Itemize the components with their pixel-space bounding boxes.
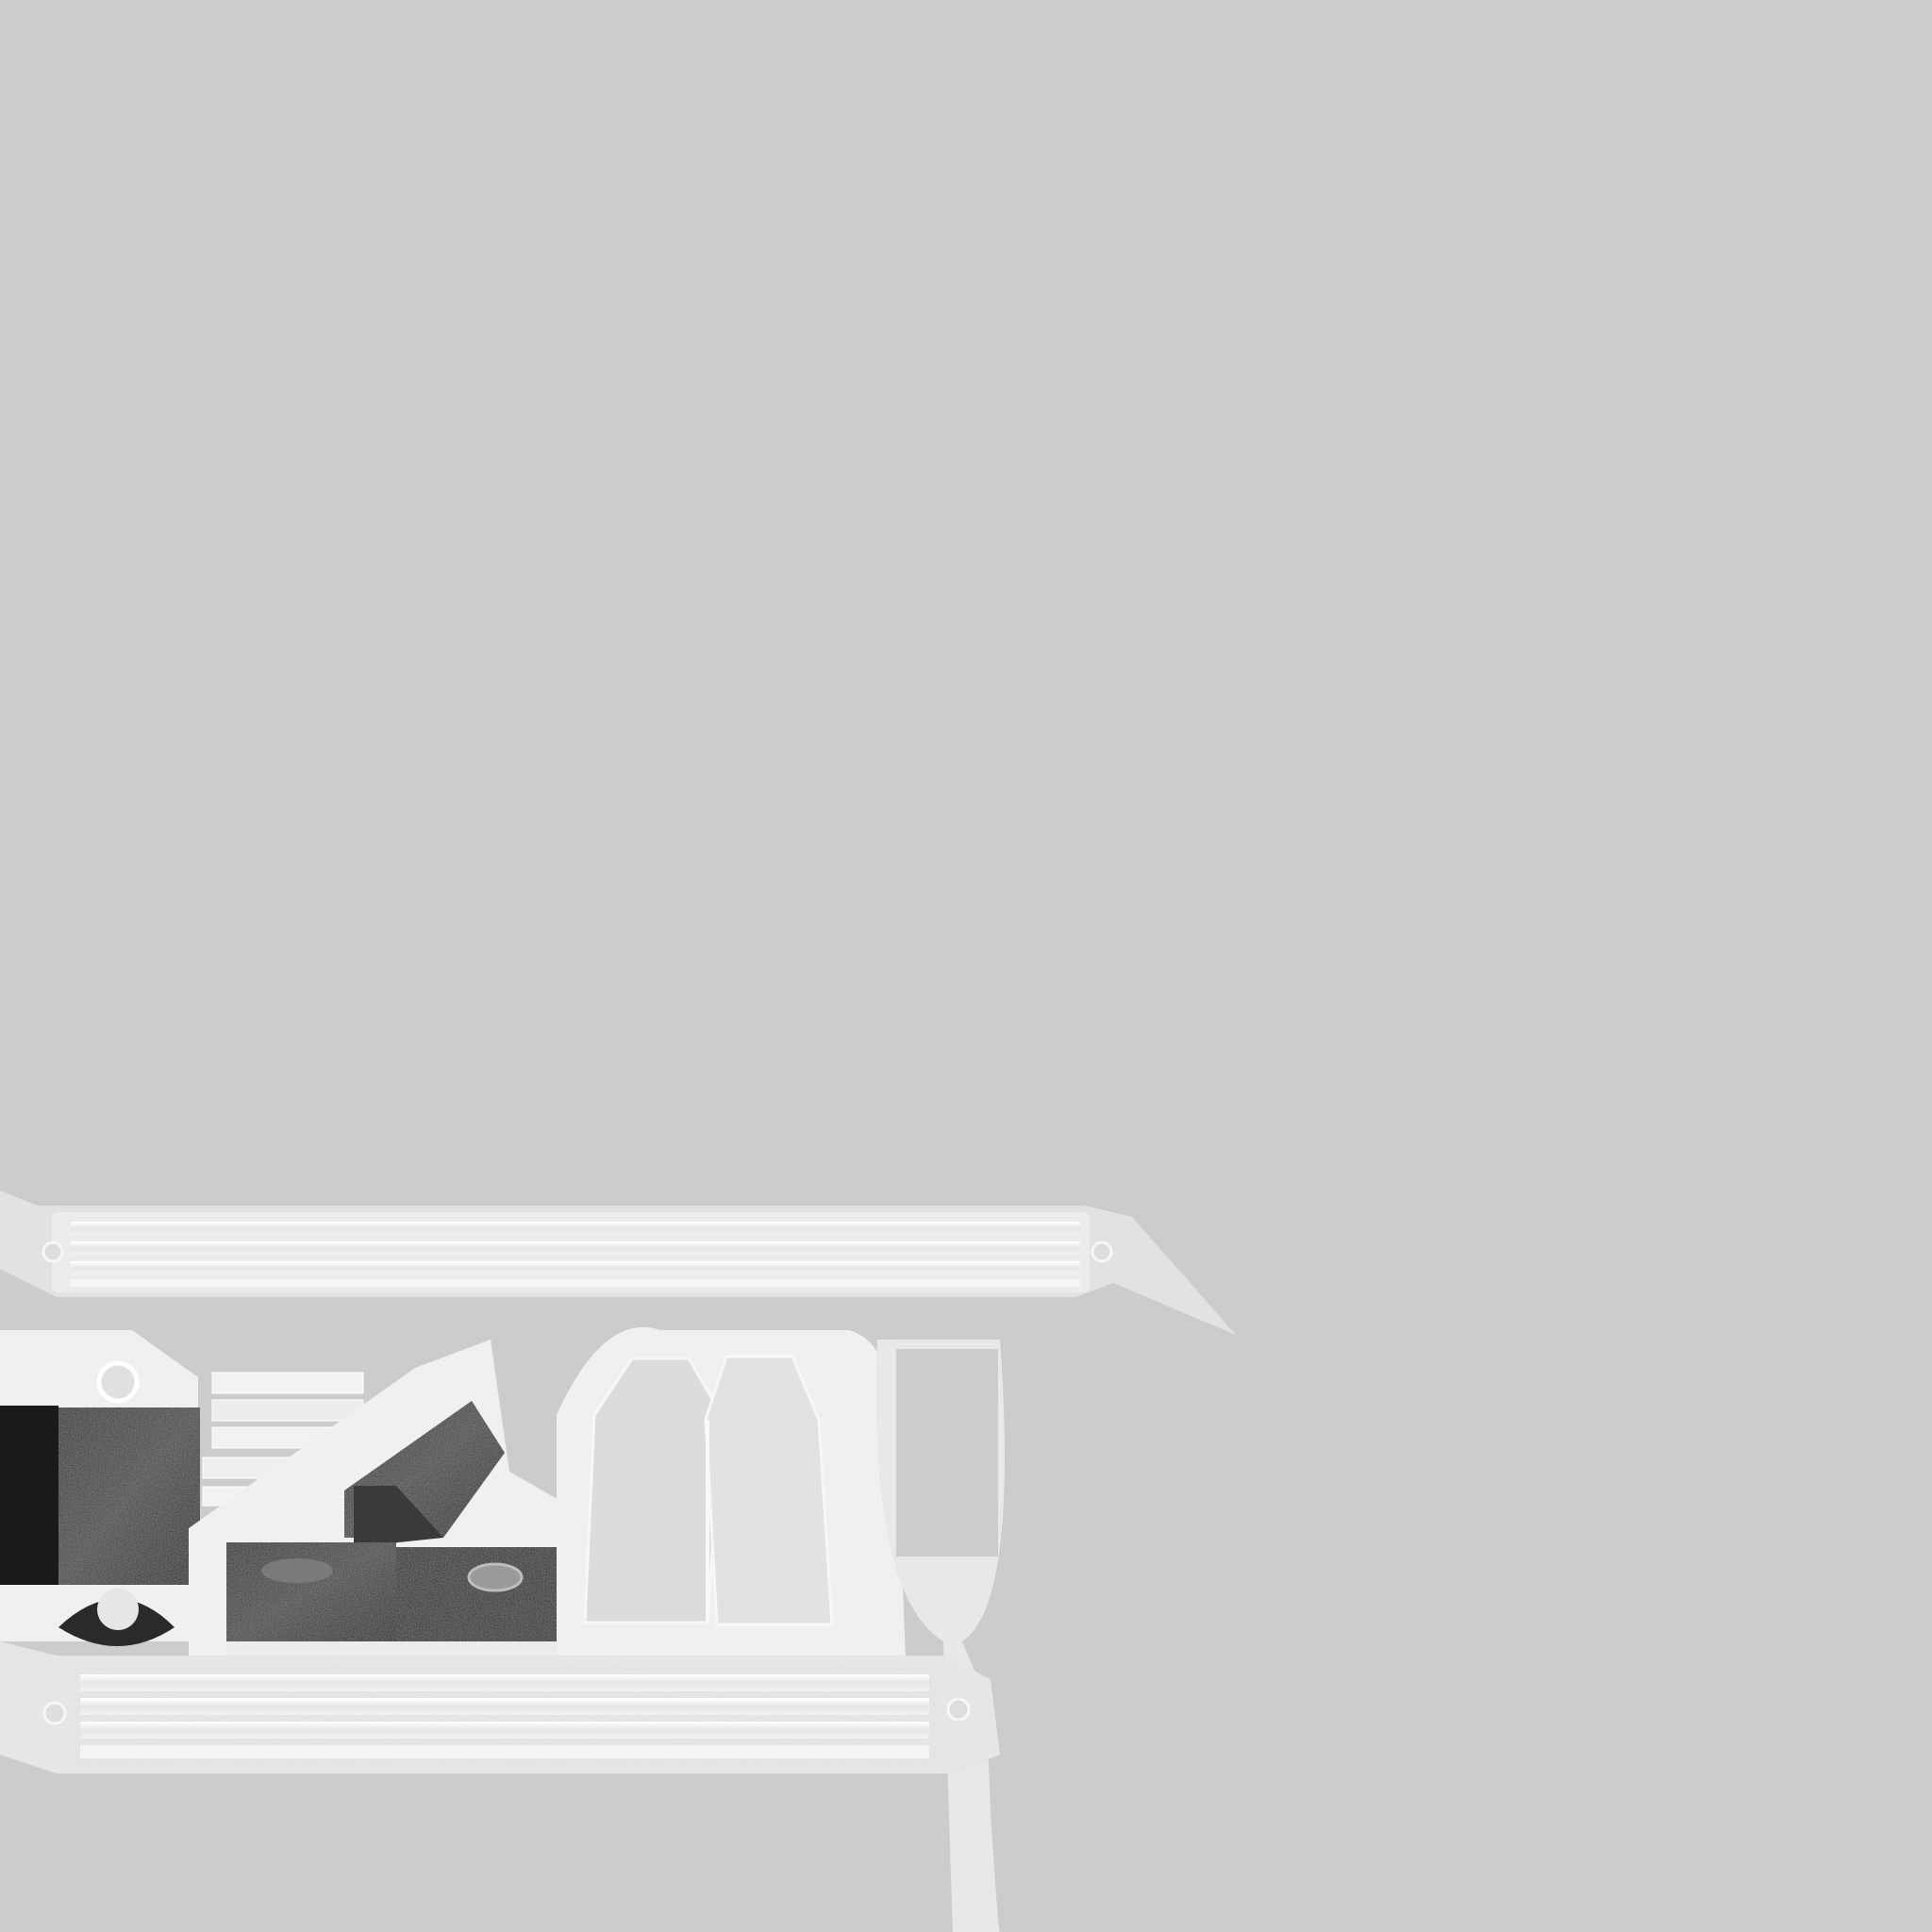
left-slab-eye-ring <box>97 1589 139 1630</box>
bottom-rail-left-hole <box>42 1701 67 1725</box>
left-dark-slab-island <box>0 1330 200 1646</box>
strip-1 <box>211 1372 364 1394</box>
center-block-oval-right <box>467 1562 524 1592</box>
top-rail-right-hole <box>1091 1241 1113 1263</box>
left-slab-body <box>58 1407 200 1585</box>
bottom-rail-right-hole <box>946 1697 971 1722</box>
center-block-lower-right <box>396 1547 566 1641</box>
left-slab-outer <box>0 1406 58 1585</box>
center-block-upper <box>354 1486 443 1547</box>
bottom-rail-stripe-3 <box>80 1722 929 1739</box>
top-rail-stripe-1 <box>71 1222 1080 1235</box>
panel-left <box>583 1357 724 1624</box>
right-block-body <box>896 1349 998 1557</box>
bottom-rail-stripe-4 <box>80 1745 929 1758</box>
strip-2 <box>211 1399 364 1422</box>
twin-panels-island <box>557 1326 906 1660</box>
bottom-rail-island <box>0 1641 1000 1774</box>
bottom-rail-stripe-1 <box>80 1674 929 1691</box>
left-slab-top-ring <box>96 1360 140 1404</box>
center-dark-block-island <box>189 1340 575 1662</box>
top-rail-stripe-4 <box>71 1279 1080 1287</box>
top-rail-stripe-3 <box>71 1261 1080 1274</box>
center-block-lower-left <box>226 1542 396 1641</box>
top-rail-island <box>0 1191 1236 1335</box>
right-block-island <box>875 1340 1005 1932</box>
center-block-oval-left <box>261 1558 333 1583</box>
top-rail-left-hole <box>42 1241 64 1263</box>
bottom-rail-stripe-2 <box>80 1698 929 1715</box>
top-rail-stripe-2 <box>71 1241 1080 1255</box>
